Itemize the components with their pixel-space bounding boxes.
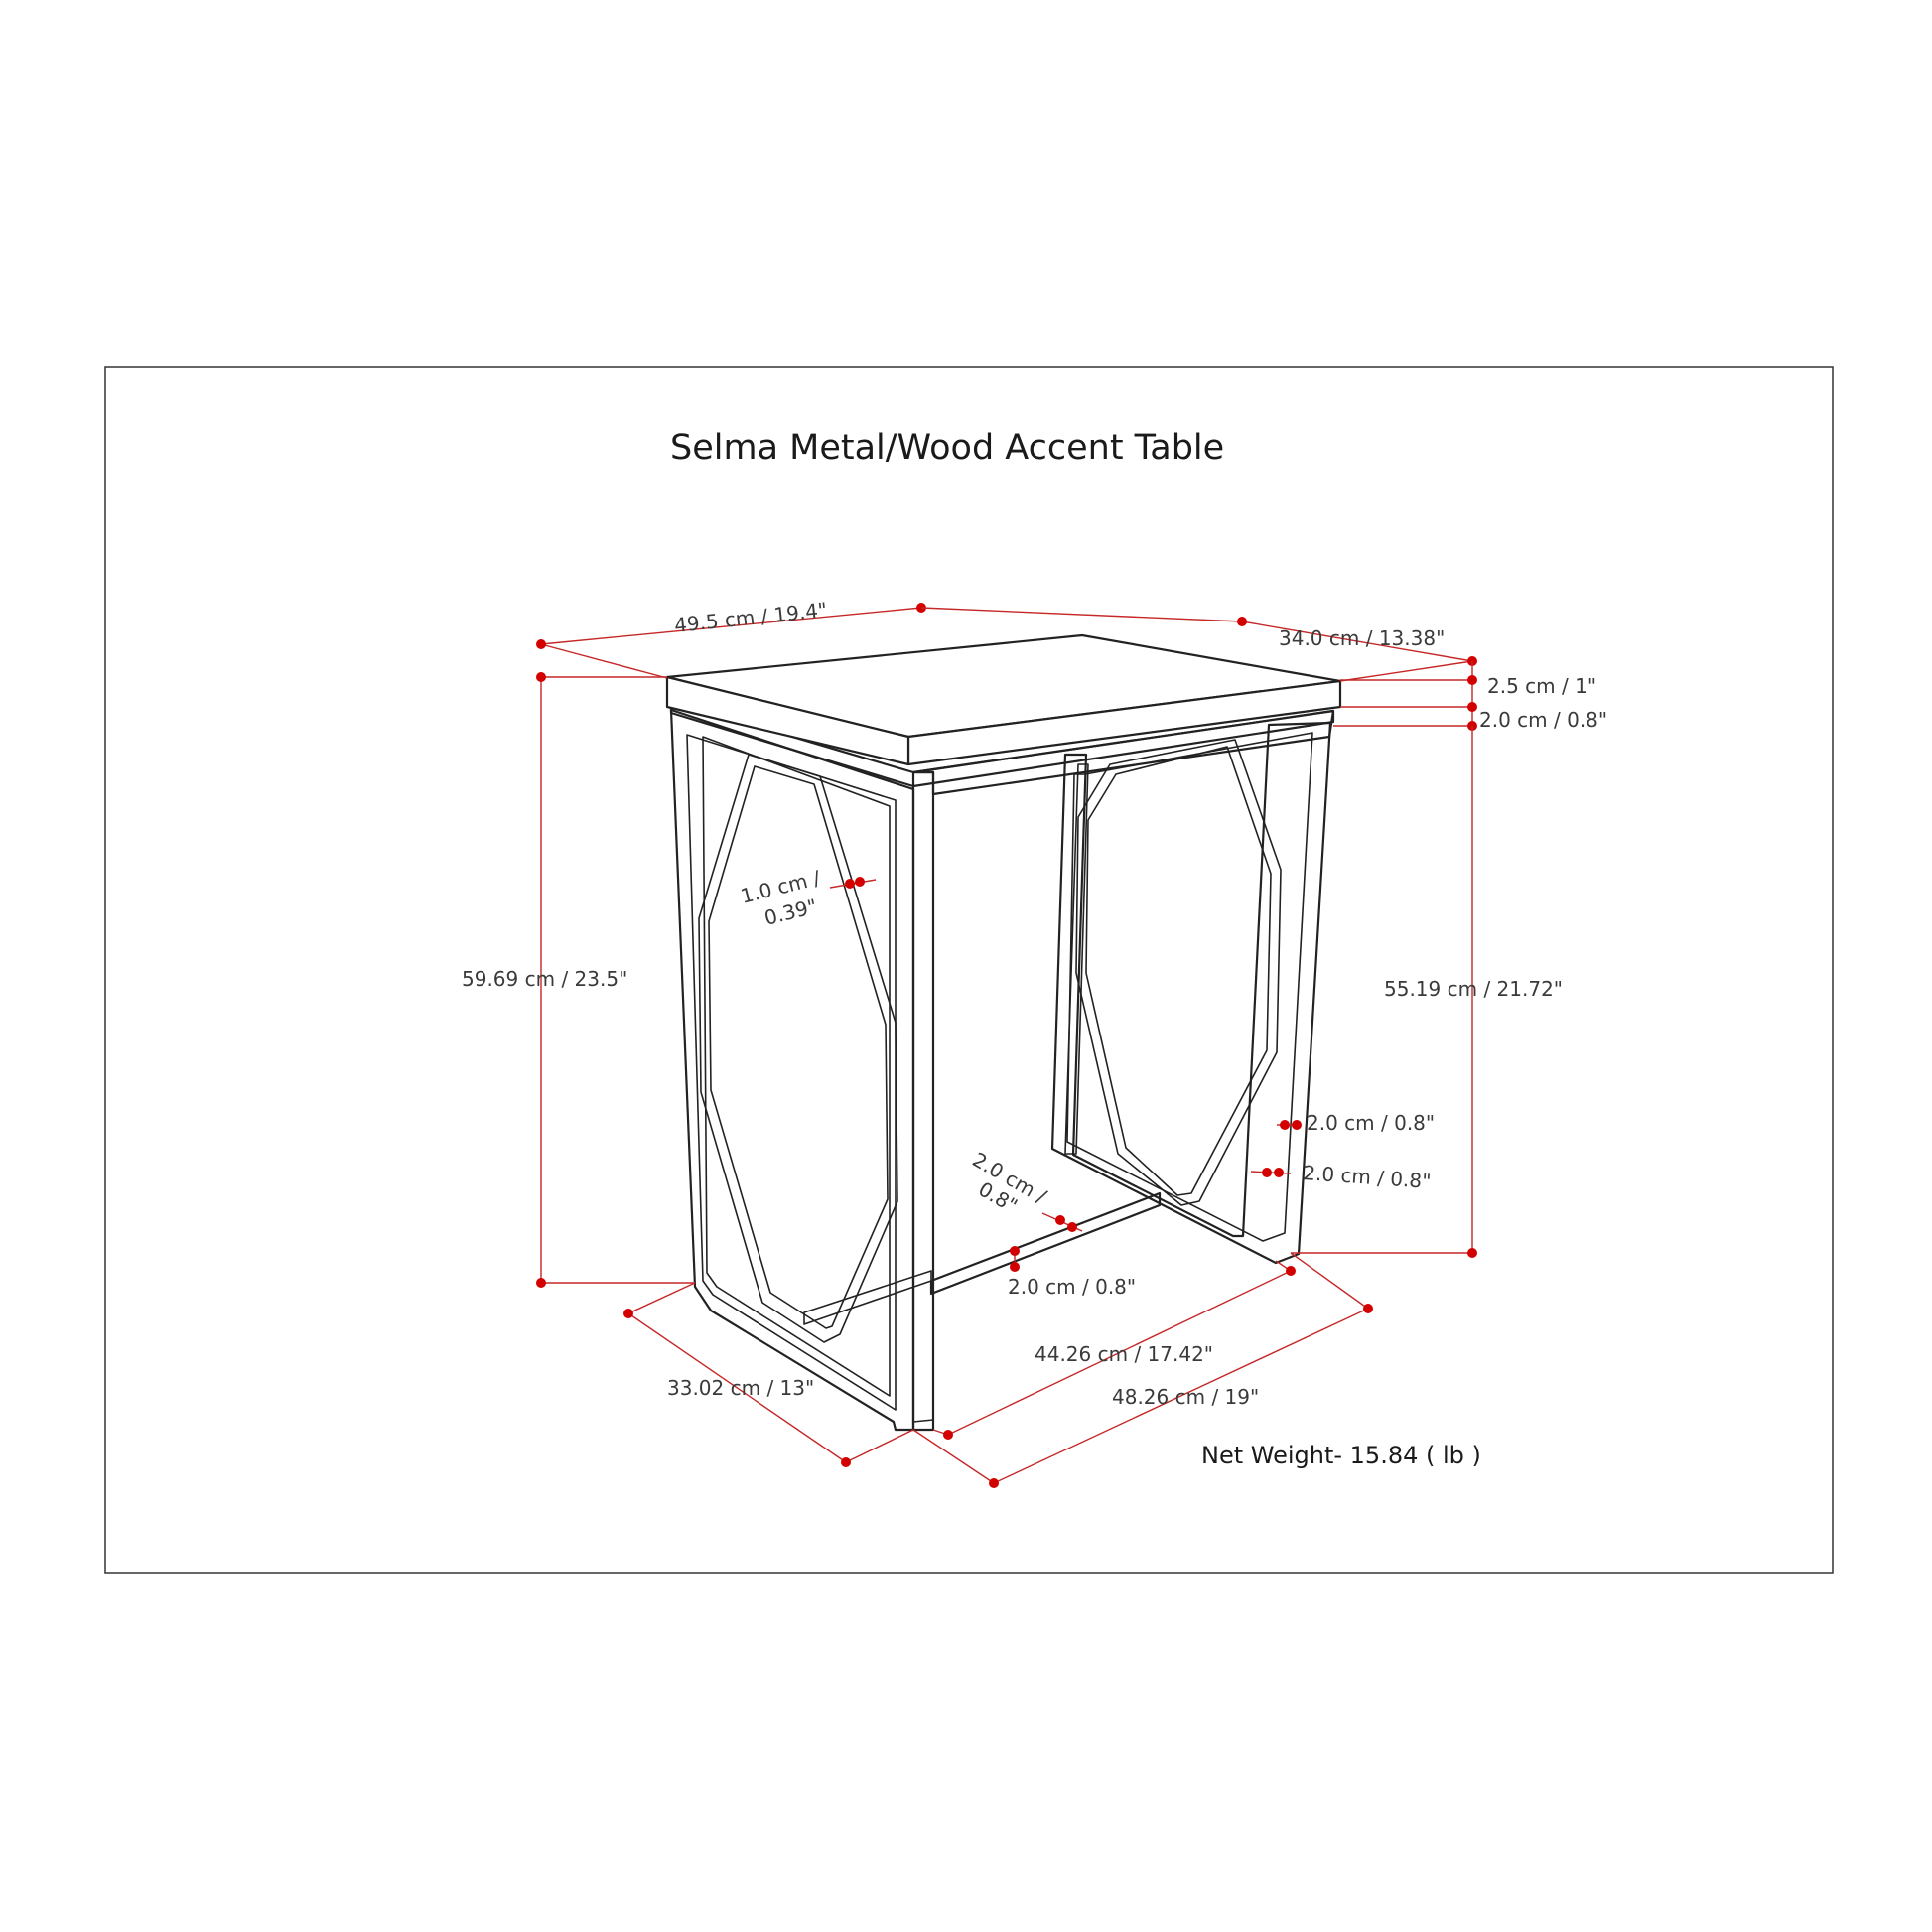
front-right-leg xyxy=(911,770,935,1432)
table-drawing xyxy=(665,633,1342,1432)
label-base-depth: 33.02 cm / 13" xyxy=(667,1376,814,1400)
right-side-frame-inner xyxy=(1066,732,1313,1242)
left-side-frame-inner2 xyxy=(702,736,891,1397)
net-weight: Net Weight- 15.84 ( lb ) xyxy=(1201,1442,1481,1469)
label-top-depth: 34.0 cm / 13.38" xyxy=(1279,626,1445,650)
label-top-thickness: 2.5 cm / 1" xyxy=(1487,674,1596,698)
right-hexagon xyxy=(1075,739,1282,1206)
diagram-frame xyxy=(104,366,1834,1574)
label-top-width: 49.5 cm / 19.4" xyxy=(673,598,828,637)
front-base-corner xyxy=(912,1419,934,1431)
label-overall-height: 59.69 cm / 23.5" xyxy=(462,967,627,991)
label-base-length: 48.26 cm / 19" xyxy=(1112,1385,1259,1409)
label-base-bar-height: 2.0 cm / 0.8" xyxy=(1008,1275,1136,1299)
base-back-bar xyxy=(803,1270,932,1325)
right-hexagon-inner xyxy=(1085,746,1272,1196)
base-front-bar xyxy=(929,1191,1162,1296)
left-hexagon-inner xyxy=(708,765,889,1329)
label-frame-width-2: 2.0 cm / 0.8" xyxy=(1303,1161,1432,1193)
tabletop-side-edge xyxy=(665,675,910,766)
left-side-frame-inner xyxy=(686,734,897,1411)
label-frame-width-1: 2.0 cm / 0.8" xyxy=(1307,1111,1435,1135)
left-hexagon xyxy=(698,754,898,1343)
label-inner-length: 44.26 cm / 17.42" xyxy=(1035,1342,1213,1366)
apron-front xyxy=(911,709,1335,796)
label-apron-height: 2.0 cm / 0.8" xyxy=(1479,708,1607,732)
dimension-lines xyxy=(536,603,1477,1488)
right-side-frame xyxy=(1050,721,1332,1265)
diagram-title: Selma Metal/Wood Accent Table xyxy=(670,428,1224,468)
dimension-labels: 49.5 cm / 19.4" 34.0 cm / 13.38" 2.5 cm … xyxy=(462,598,1607,1469)
label-inner-height: 55.19 cm / 21.72" xyxy=(1384,977,1563,1001)
